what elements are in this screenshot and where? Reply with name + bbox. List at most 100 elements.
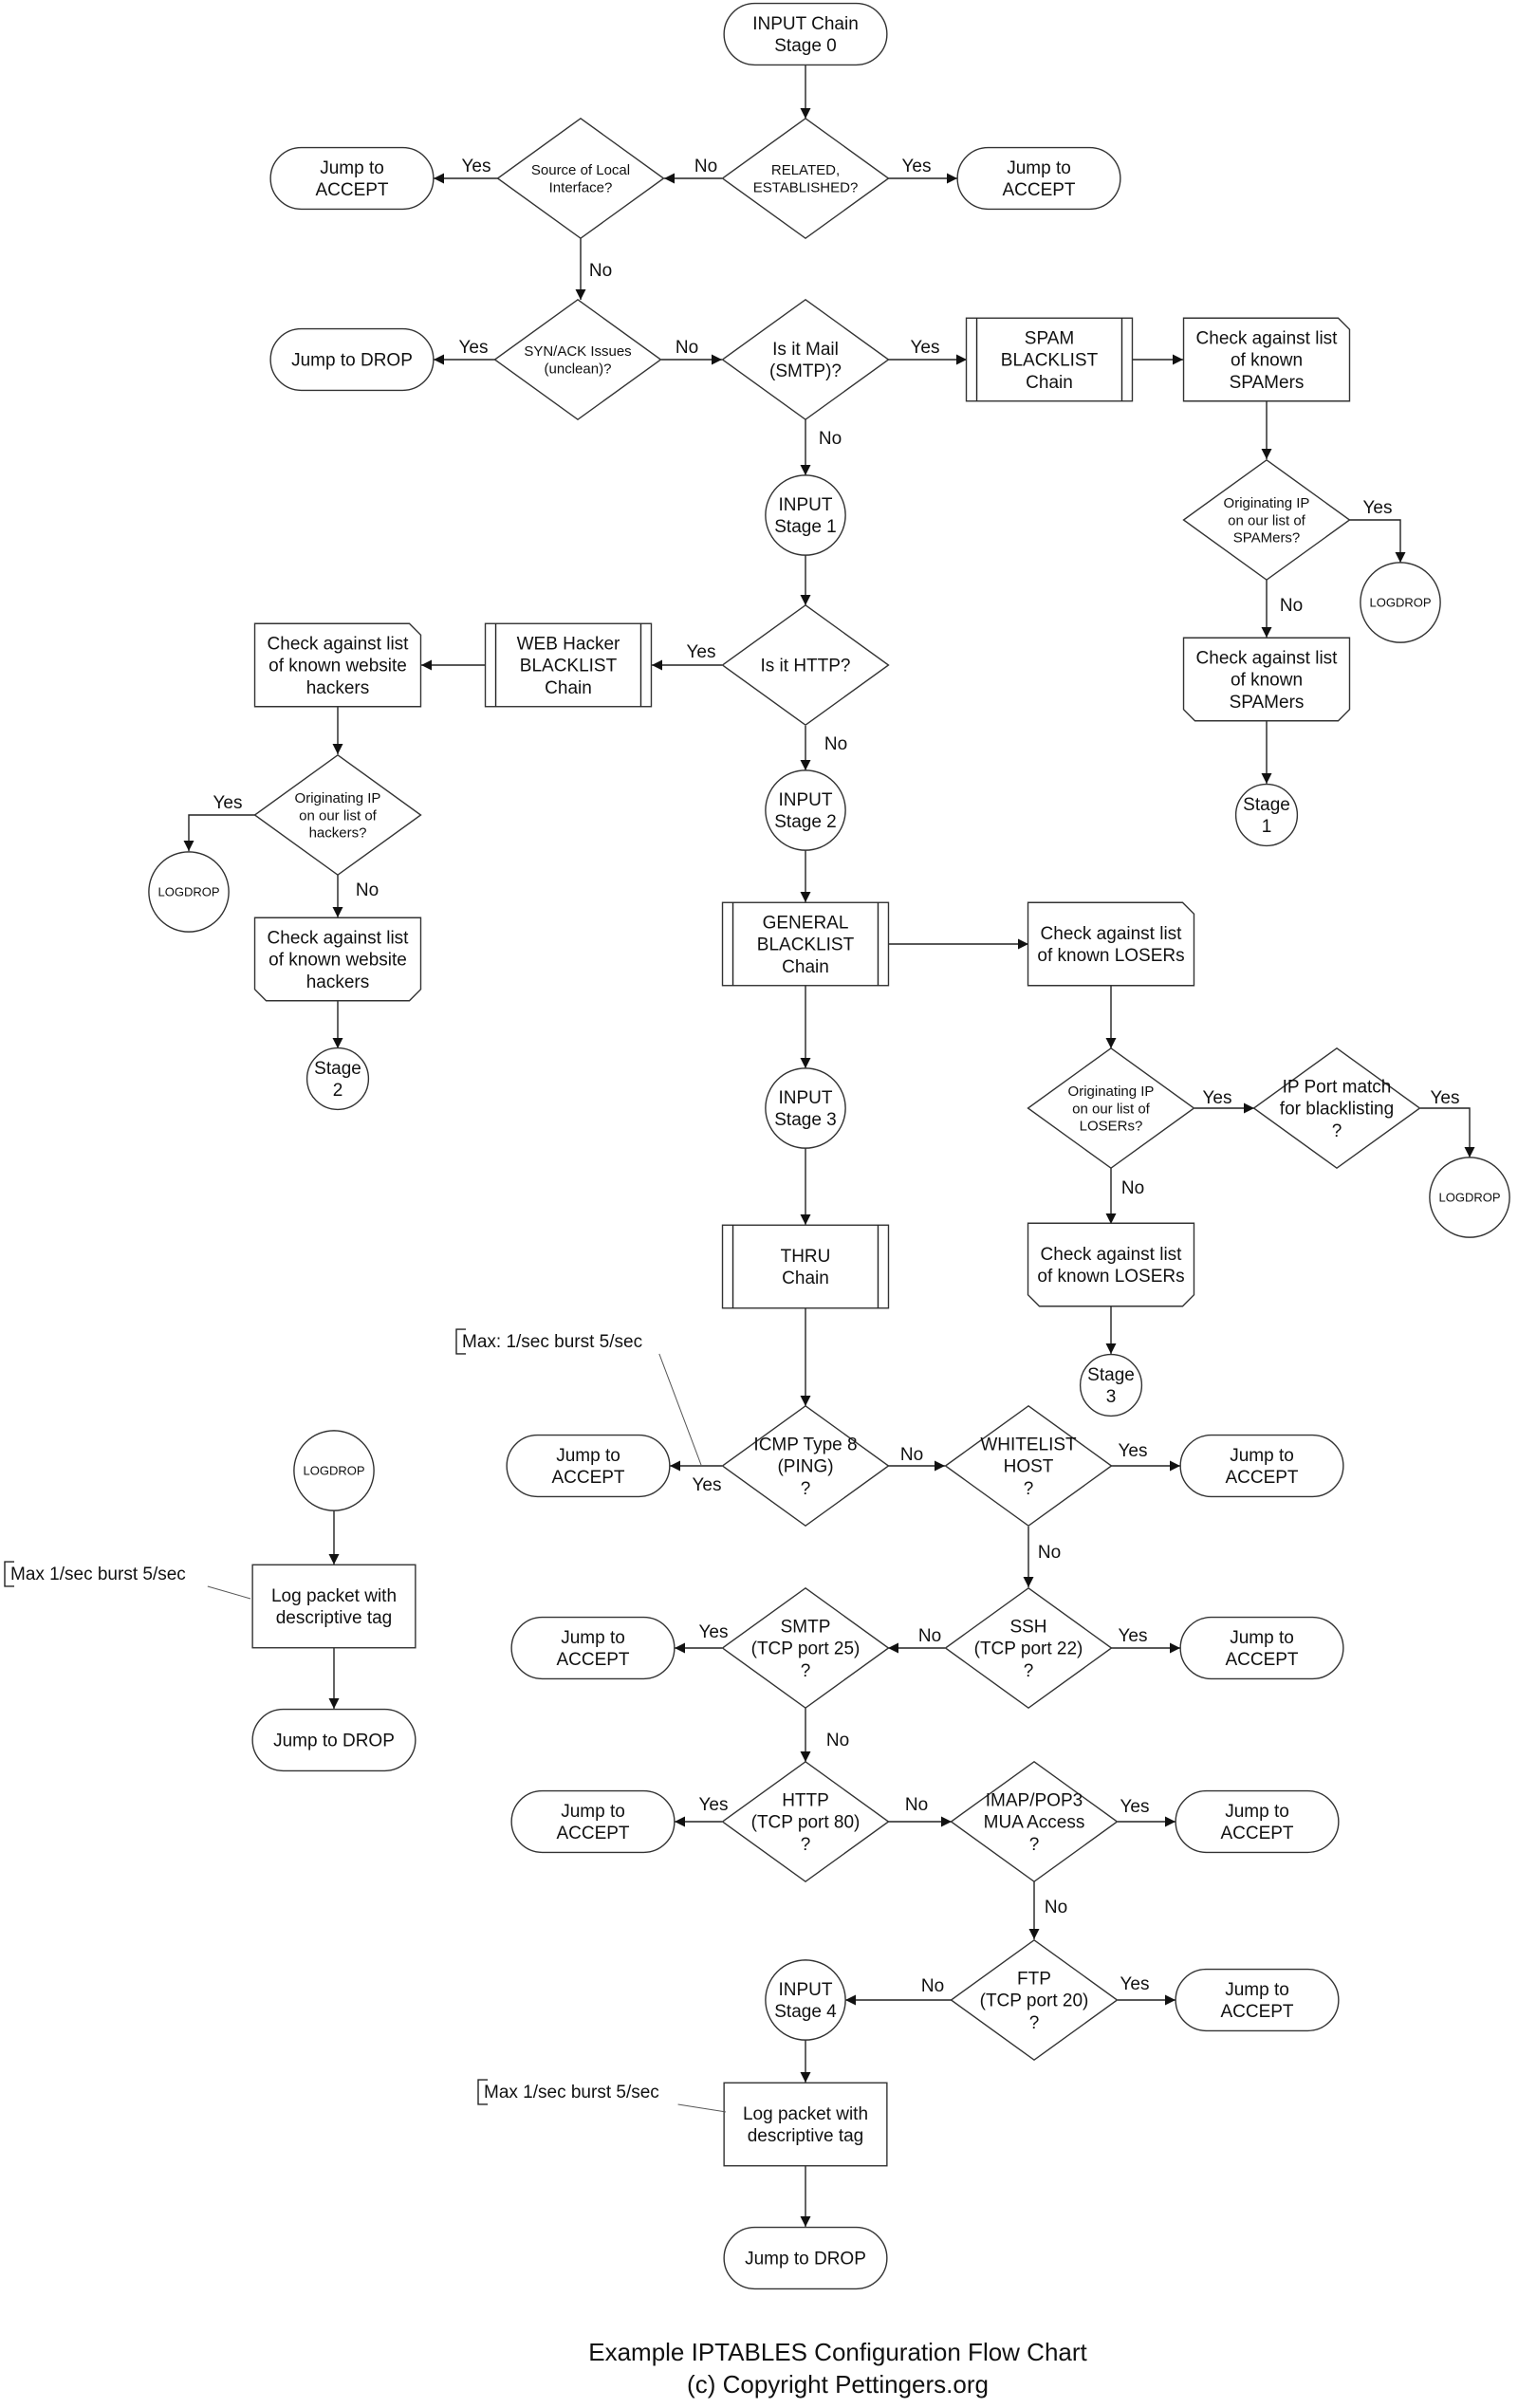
n-related-label: RELATED,ESTABLISHED?: [753, 162, 859, 195]
n-mail-label: Is it Mail(SMTP)?: [769, 340, 842, 381]
yes-label: Yes: [693, 1475, 722, 1495]
a-logdef-note: Max 1/sec burst 5/sec: [4, 1561, 251, 1600]
n-ssh-label: SSH(TCP port 22)?: [974, 1617, 1083, 1680]
svg-text:Max 1/sec burst 5/sec: Max 1/sec burst 5/sec: [10, 1565, 186, 1584]
n-drop4-label: Jump to DROP: [745, 2250, 866, 2269]
no-label: No: [918, 1626, 941, 1646]
n-logdrop-def: LOGDROP: [293, 1430, 375, 1511]
no-label: No: [824, 734, 847, 754]
n-synack-label: SYN/ACK Issues(unclean)?: [524, 343, 631, 377]
no-label: No: [1038, 1543, 1061, 1563]
yes-label: Yes: [1120, 1797, 1150, 1817]
yes-label: Yes: [1203, 1088, 1232, 1108]
yes-label: Yes: [459, 338, 489, 358]
svg-text:Max 1/sec burst 5/sec: Max 1/sec burst 5/sec: [484, 2083, 659, 2102]
yes-label: Yes: [699, 1795, 729, 1815]
edge-webq-logdrop: [183, 814, 255, 851]
yes-label: Yes: [687, 642, 716, 662]
n-logdrop-port: LOGDROP: [1429, 1157, 1510, 1238]
n-drop4: Jump to DROP: [723, 2226, 888, 2290]
chart-copyright: (c) Copyright Pettingers.org: [687, 2370, 989, 2399]
edge-spamq-logdrop: [1349, 519, 1406, 563]
n-logdrop-def-label: LOGDROP: [303, 1464, 364, 1478]
n-ftp: FTP(TCP port 20)?: [950, 1938, 1119, 2062]
n-logdrop-port-label: LOGDROP: [1438, 1191, 1500, 1205]
yes-label: Yes: [213, 793, 243, 813]
n-http80-label: HTTP(TCP port 80)?: [751, 1790, 861, 1854]
yes-label: Yes: [1431, 1088, 1460, 1108]
n-logdrop-web-label: LOGDROP: [157, 885, 219, 899]
no-label: No: [694, 157, 717, 176]
no-label: No: [819, 429, 842, 449]
n-synack: SYN/ACK Issues(unclean)?: [493, 298, 662, 421]
no-label: No: [900, 1445, 923, 1465]
n-http80: HTTP(TCP port 80)?: [721, 1760, 890, 1883]
yes-label: Yes: [1363, 498, 1393, 518]
n-http-label: Is it HTTP?: [760, 657, 850, 676]
no-label: No: [1045, 1898, 1067, 1917]
a-icmp-note: Max: 1/sec burst 5/sec: [455, 1328, 702, 1466]
n-smtp-label: SMTP(TCP port 25)?: [751, 1617, 861, 1680]
yes-label: Yes: [1119, 1626, 1148, 1646]
no-label: No: [676, 338, 698, 358]
yes-label: Yes: [902, 157, 932, 176]
no-label: No: [1280, 596, 1303, 616]
n-logdrop-web: LOGDROP: [148, 851, 230, 933]
n-drop-syn-label: Jump to DROP: [291, 351, 413, 371]
yes-label: Yes: [699, 1622, 729, 1642]
n-http: Is it HTTP?: [721, 603, 890, 727]
n-related: RELATED,ESTABLISHED?: [721, 117, 890, 240]
no-label: No: [589, 261, 612, 281]
chart-title: Example IPTABLES Configuration Flow Char…: [588, 2338, 1087, 2366]
n-icmp: ICMP Type 8(PING)?: [721, 1404, 890, 1528]
n-icmp-label: ICMP Type 8(PING)?: [753, 1435, 857, 1498]
svg-text:Max: 1/sec burst 5/sec: Max: 1/sec burst 5/sec: [462, 1332, 642, 1352]
yes-label: Yes: [911, 338, 940, 358]
